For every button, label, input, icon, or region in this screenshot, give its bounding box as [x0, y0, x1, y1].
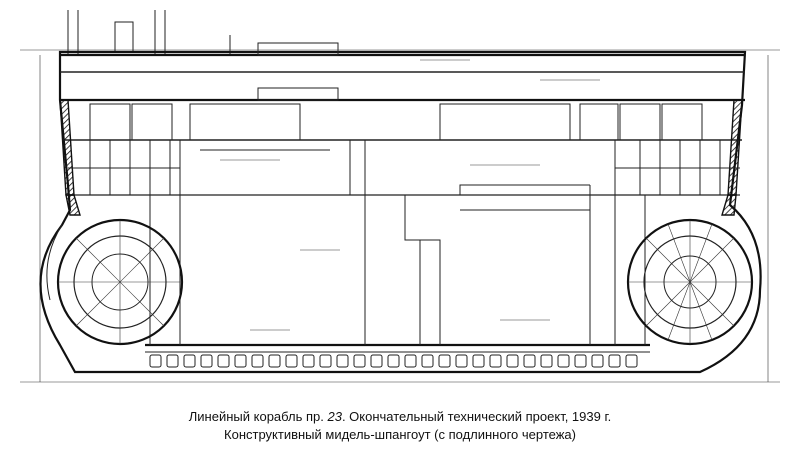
caption-prefix: Линейный корабль пр.	[188, 409, 328, 424]
caption-project-number: 23	[327, 409, 342, 424]
bottom-cell	[523, 354, 536, 368]
bottom-cell	[608, 354, 621, 368]
bottom-cell	[183, 354, 196, 368]
midship-section-drawing	[20, 10, 780, 383]
bottom-cell	[353, 354, 366, 368]
left-side-compartments	[68, 140, 181, 345]
bottom-cell	[387, 354, 400, 368]
bottom-cell	[625, 354, 638, 368]
bottom-cell	[166, 354, 179, 368]
superstructure-lines	[67, 10, 231, 55]
bottom-cell	[217, 354, 230, 368]
bottom-cell	[285, 354, 298, 368]
bottom-cell	[319, 354, 332, 368]
dimension-frame	[20, 49, 780, 383]
bottom-cell	[591, 354, 604, 368]
bottom-cell	[438, 354, 451, 368]
bottom-cell	[574, 354, 587, 368]
central-compartments	[200, 140, 591, 345]
bottom-cell	[251, 354, 264, 368]
bottom-cell	[268, 354, 281, 368]
right-underwater-protection	[626, 218, 754, 346]
bottom-cell	[149, 354, 162, 368]
bottom-cell	[421, 354, 434, 368]
bottom-cell	[370, 354, 383, 368]
bottom-cell	[557, 354, 570, 368]
bottom-cell	[302, 354, 315, 368]
double-bottom-cells	[149, 354, 638, 368]
bottom-cell	[404, 354, 417, 368]
bottom-cell	[234, 354, 247, 368]
bottom-cell	[506, 354, 519, 368]
figure-caption: Линейный корабль пр. 23. Окончательный т…	[0, 408, 800, 444]
upper-deck-compartments	[89, 42, 703, 141]
caption-suffix: . Окончательный технический проект, 1939…	[341, 409, 612, 424]
bottom-cell	[540, 354, 553, 368]
armour-belt	[59, 99, 743, 216]
bottom-cell	[472, 354, 485, 368]
bottom-cell	[455, 354, 468, 368]
hull-outline	[39, 50, 762, 374]
annotation-leaders	[220, 59, 600, 331]
caption-line-2: Конструктивный мидель-шпангоут (с подлин…	[224, 427, 576, 442]
bottom-cell	[200, 354, 213, 368]
left-underwater-protection	[46, 218, 184, 346]
bottom-cell	[336, 354, 349, 368]
bottom-cell	[489, 354, 502, 368]
caption-line-1: Линейный корабль пр. 23. Окончательный т…	[0, 408, 800, 426]
